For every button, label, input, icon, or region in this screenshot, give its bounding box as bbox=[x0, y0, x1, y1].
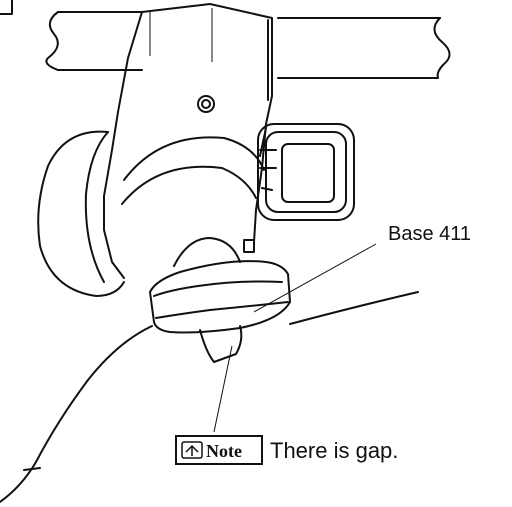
pointing-hand-icon bbox=[181, 441, 203, 459]
surface-contour bbox=[0, 291, 419, 503]
note-badge-label: Note bbox=[206, 441, 242, 461]
corner-bracket bbox=[0, 0, 13, 15]
upper-housing bbox=[103, 3, 273, 279]
lower-tab bbox=[243, 239, 255, 253]
screw-icon bbox=[197, 95, 215, 113]
dome-cap bbox=[173, 237, 241, 267]
base-callout-label: Base 411 bbox=[388, 223, 471, 245]
base-collar bbox=[149, 260, 291, 363]
side-knob bbox=[37, 130, 125, 297]
rail-bar bbox=[45, 11, 451, 79]
note-text: There is gap. bbox=[270, 438, 398, 463]
base-leader-line bbox=[253, 243, 377, 313]
note-badge: Note bbox=[175, 435, 263, 465]
note-leader-line bbox=[213, 345, 233, 433]
latch-connector bbox=[257, 123, 355, 221]
